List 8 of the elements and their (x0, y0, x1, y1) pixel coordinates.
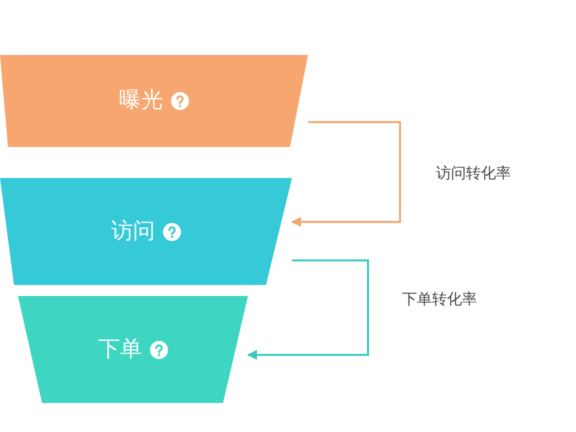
arrow (291, 121, 401, 227)
stage-label: 曝光 (119, 90, 163, 112)
stage-label: 访问 (111, 220, 155, 242)
arrow (247, 259, 369, 360)
funnel-stage (18, 296, 248, 403)
stage-label: 下单 (98, 338, 142, 360)
funnel-stage (0, 178, 292, 285)
funnel-stage (0, 55, 308, 147)
